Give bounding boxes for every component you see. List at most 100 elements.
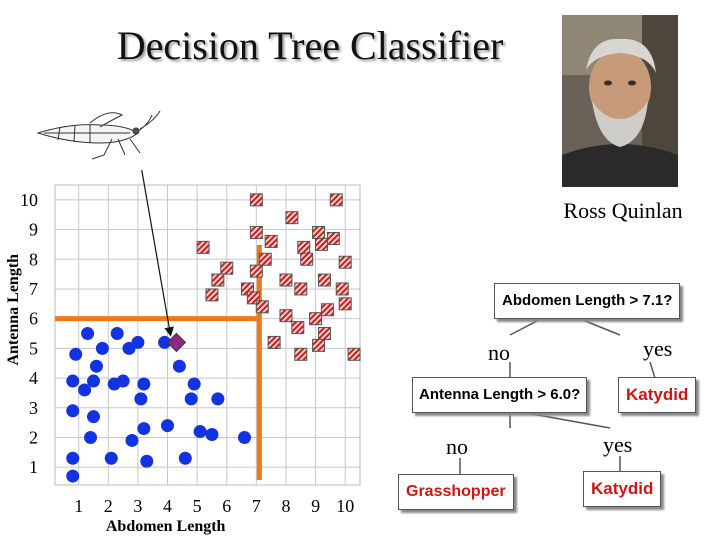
katydid-point — [294, 347, 308, 361]
katydid-point — [317, 273, 331, 287]
grasshopper-point — [238, 430, 252, 444]
x-tick-label: 7 — [252, 496, 261, 516]
katydid-point — [320, 303, 334, 317]
y-tick-label: 4 — [29, 368, 38, 388]
y-tick-label: 8 — [29, 249, 38, 269]
person-name: Ross Quinlan — [563, 198, 683, 223]
katydid-point — [329, 193, 343, 207]
grasshopper-drawing — [36, 110, 161, 160]
x-tick-label: 5 — [193, 496, 202, 516]
katydid-point — [312, 338, 326, 352]
grasshopper-point — [66, 404, 80, 418]
edge-label-root-yes: yes — [643, 336, 673, 361]
grasshopper-point — [205, 428, 219, 442]
katydid-point — [279, 309, 293, 323]
grasshopper-point — [161, 419, 175, 433]
unknown-insect-point — [166, 332, 187, 353]
grasshopper-point — [84, 430, 98, 444]
grasshopper-point — [137, 377, 151, 391]
leaf-katydid-top: Katydid — [618, 377, 697, 413]
grid-lines — [55, 185, 360, 485]
katydid-point — [196, 240, 210, 254]
slide-title: Decision Tree Classifier — [116, 23, 504, 68]
split-lines — [55, 245, 262, 480]
katydid-point — [279, 273, 293, 287]
grasshopper-point — [66, 374, 80, 388]
grasshopper-point — [78, 383, 92, 397]
grasshopper-point — [122, 341, 136, 355]
katydid-point — [249, 264, 263, 278]
y-tick-label: 2 — [29, 427, 38, 447]
grasshopper-point — [193, 425, 207, 439]
grasshopper-point — [104, 451, 118, 465]
katydid-point — [294, 282, 308, 296]
grasshopper-point — [66, 451, 80, 465]
x-tick-label: 8 — [281, 496, 290, 516]
katydid-point — [249, 226, 263, 240]
grasshopper-point — [211, 392, 225, 406]
portrait-photo — [562, 15, 678, 187]
leaf-katydid-bottom: Katydid — [583, 471, 662, 507]
katydid-point — [291, 321, 305, 335]
katydid-point — [326, 231, 340, 245]
grasshopper-point — [86, 374, 100, 388]
katydid-point — [347, 347, 361, 361]
katydid-point — [255, 300, 269, 314]
y-tick-label: 5 — [29, 338, 38, 358]
katydid-point — [267, 335, 281, 349]
katydid-point — [300, 252, 314, 266]
katydid-point — [317, 327, 331, 341]
x-tick-label: 4 — [163, 496, 172, 516]
leaf-grasshopper: Grasshopper — [398, 474, 514, 510]
x-tick-label: 3 — [133, 496, 142, 516]
plot-frame — [54, 184, 361, 486]
grasshopper-point — [158, 335, 172, 349]
katydid-point — [205, 288, 219, 302]
katydid-point — [264, 234, 278, 248]
edge-label-mid-yes: yes — [603, 432, 633, 457]
grasshopper-point — [125, 433, 139, 447]
katydid-point — [338, 255, 352, 269]
katydid-point — [309, 312, 323, 326]
katydid-point — [211, 273, 225, 287]
y-tick-label: 9 — [29, 220, 38, 240]
grasshopper-point — [172, 359, 186, 373]
y-tick-label: 1 — [29, 457, 38, 477]
katydid-point — [312, 226, 326, 240]
grasshopper-point — [178, 451, 192, 465]
x-tick-label: 2 — [104, 496, 113, 516]
grasshopper-point — [66, 469, 80, 483]
katydid-point — [220, 261, 234, 275]
grasshopper-point — [81, 327, 95, 341]
katydid-point — [258, 252, 272, 266]
katydid-point — [249, 193, 263, 207]
annotation-arrow — [141, 170, 174, 337]
katydid-point — [285, 211, 299, 225]
y-tick-label: 6 — [29, 309, 38, 329]
grasshopper-point — [107, 377, 121, 391]
x-tick-label: 9 — [311, 496, 320, 516]
x-tick-label: 10 — [336, 496, 354, 516]
x-axis-label: Abdomen Length — [106, 518, 226, 535]
y-tick-label: 3 — [29, 398, 38, 418]
grasshopper-point — [69, 347, 83, 361]
katydid-point — [338, 297, 352, 311]
edge-label-root-no: no — [488, 340, 510, 365]
y-tick-label: 10 — [20, 190, 38, 210]
katydid-point — [335, 282, 349, 296]
x-tick-label: 1 — [74, 496, 83, 516]
katydid-point — [297, 240, 311, 254]
y-axis-label: Antenna Length — [5, 254, 22, 366]
data-points — [66, 193, 361, 483]
tree-mid-node: Antenna Length > 6.0? — [412, 377, 588, 413]
y-tick-label: 7 — [29, 279, 38, 299]
grasshopper-point — [184, 392, 198, 406]
grasshopper-point — [110, 327, 124, 341]
grasshopper-point — [86, 410, 100, 424]
tree-root-node: Abdomen Length > 7.1? — [494, 283, 681, 319]
grasshopper-point — [187, 377, 201, 391]
x-tick-label: 6 — [222, 496, 231, 516]
grasshopper-point — [95, 341, 109, 355]
grasshopper-point — [134, 392, 148, 406]
